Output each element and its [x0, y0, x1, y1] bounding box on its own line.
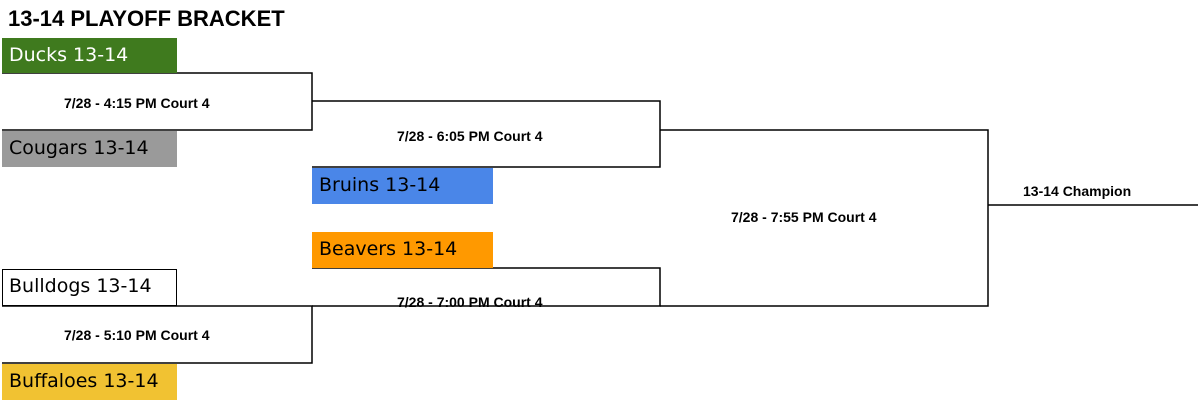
team-label: Beavers 13-14 — [319, 238, 458, 260]
team-label: Ducks 13-14 — [9, 44, 129, 66]
bracket-line-game-3 — [312, 100, 661, 168]
bracket-line-game-2 — [2, 305, 313, 364]
game-4-schedule: 7/28 - 7:00 PM Court 4 — [397, 294, 543, 310]
team-label: Cougars 13-14 — [9, 137, 149, 159]
champion-label: 13-14 Champion — [1023, 183, 1132, 199]
final-game-schedule: 7/28 - 7:55 PM Court 4 — [731, 209, 877, 225]
game-3-schedule: 7/28 - 6:05 PM Court 4 — [397, 128, 543, 144]
team-label: Bulldogs 13-14 — [9, 275, 152, 297]
team-bulldogs: Bulldogs 13-14 — [2, 269, 177, 306]
game-2-schedule: 7/28 - 5:10 PM Court 4 — [64, 327, 210, 343]
team-label: Bruins 13-14 — [319, 174, 441, 196]
bracket-line-final — [660, 129, 989, 307]
team-ducks: Ducks 13-14 — [2, 38, 177, 73]
page-title: 13-14 PLAYOFF BRACKET — [8, 6, 285, 31]
bracket-line-game-4 — [312, 267, 661, 307]
team-beavers: Beavers 13-14 — [312, 232, 493, 268]
team-label: Buffaloes 13-14 — [9, 370, 159, 392]
team-buffaloes: Buffaloes 13-14 — [2, 364, 177, 400]
team-cougars: Cougars 13-14 — [2, 131, 177, 167]
game-1-schedule: 7/28 - 4:15 PM Court 4 — [64, 95, 210, 111]
team-bruins: Bruins 13-14 — [312, 168, 493, 204]
